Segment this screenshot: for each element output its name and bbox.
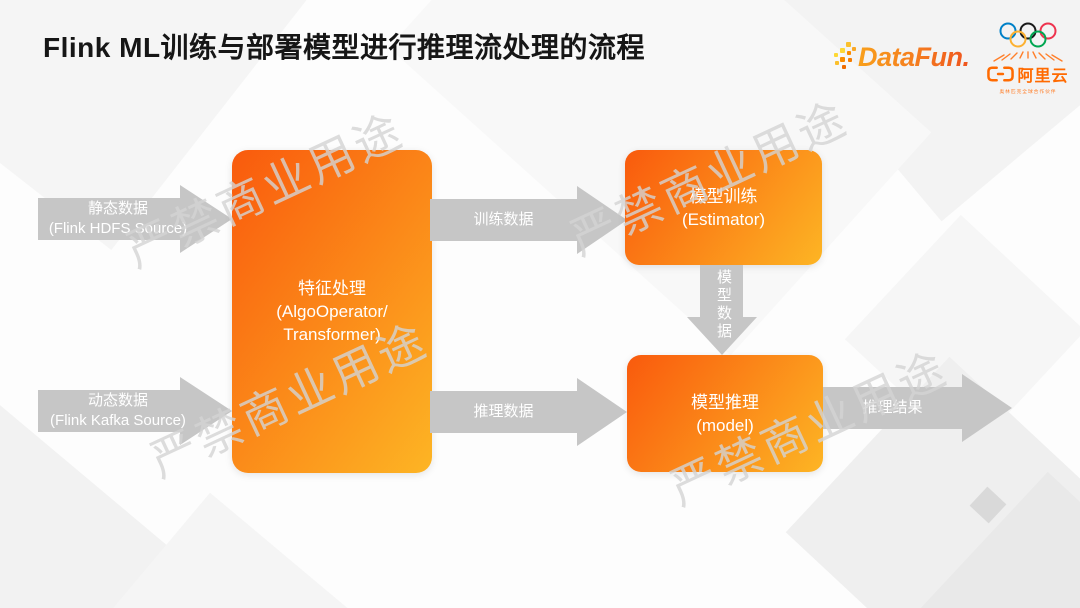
node-model-inference: 模型推理 (model) — [627, 355, 823, 472]
arrow-label-line: 动态数据 — [87, 392, 148, 409]
arrow-shaft — [823, 387, 962, 429]
arrow-label: 训练数据 — [473, 211, 534, 228]
node-label-line: 模型推理 — [691, 392, 759, 412]
alicloud-logo: 阿里云 奥林匹克全球合作伙伴 — [982, 22, 1074, 95]
arrow-label: 推理结果 — [862, 399, 923, 416]
arrow-shaft — [430, 199, 577, 241]
node-label-line: (model) — [696, 415, 754, 435]
arrow-head-icon — [180, 377, 232, 445]
arrow-label: 模型数据 — [715, 269, 732, 341]
node-label-line: Transformer) — [283, 325, 381, 344]
arrow-head-icon — [577, 378, 627, 446]
node-label-line: 特征处理 — [298, 279, 366, 298]
arrow-label: 静态数据 (Flink HDFS Source) — [28, 199, 208, 239]
arrow-head-icon — [687, 317, 757, 355]
arrow-label: 推理数据 — [473, 403, 534, 420]
arrow-label-line: (Flink Kafka Source) — [50, 412, 186, 429]
alicloud-bracket-icon — [987, 66, 1015, 82]
arrow-label-line: (Flink HDFS Source) — [48, 220, 188, 237]
node-label: 特征处理 (AlgoOperator/ Transformer) — [276, 277, 388, 346]
arrow-shaft — [700, 265, 743, 317]
sunburst-rays-icon — [993, 51, 1063, 62]
datafun-wordmark: DataFun. — [858, 41, 970, 72]
node-label: 模型训练 (Estimator) — [682, 185, 765, 231]
alicloud-tagline: 奥林匹克全球合作伙伴 — [999, 89, 1057, 95]
arrow-head-icon — [180, 185, 232, 253]
node-label: 模型推理 (model) — [691, 391, 759, 437]
datafun-dots-icon — [834, 42, 856, 69]
alicloud-brand-text: 阿里云 — [1017, 68, 1069, 85]
arrow-label-line: 静态数据 — [87, 200, 148, 217]
datafun-logo: DataFun. — [832, 40, 970, 74]
arrow-label: 动态数据 (Flink Kafka Source) — [28, 391, 208, 431]
olympic-rings-icon — [999, 22, 1057, 48]
arrow-shaft — [38, 390, 180, 432]
arrow-head-icon — [577, 186, 627, 254]
page-title: Flink ML训练与部署模型进行推理流处理的流程 — [43, 32, 646, 63]
arrow-shaft — [38, 198, 180, 240]
arrow-head-icon — [962, 374, 1012, 442]
node-label-line: (Estimator) — [681, 209, 766, 229]
node-model-training: 模型训练 (Estimator) — [625, 150, 822, 265]
node-label-line: 模型训练 — [689, 186, 758, 206]
arrow-shaft — [430, 391, 577, 433]
node-label-line: (AlgoOperator/ — [276, 302, 388, 321]
node-feature-processing: 特征处理 (AlgoOperator/ Transformer) — [232, 150, 432, 473]
